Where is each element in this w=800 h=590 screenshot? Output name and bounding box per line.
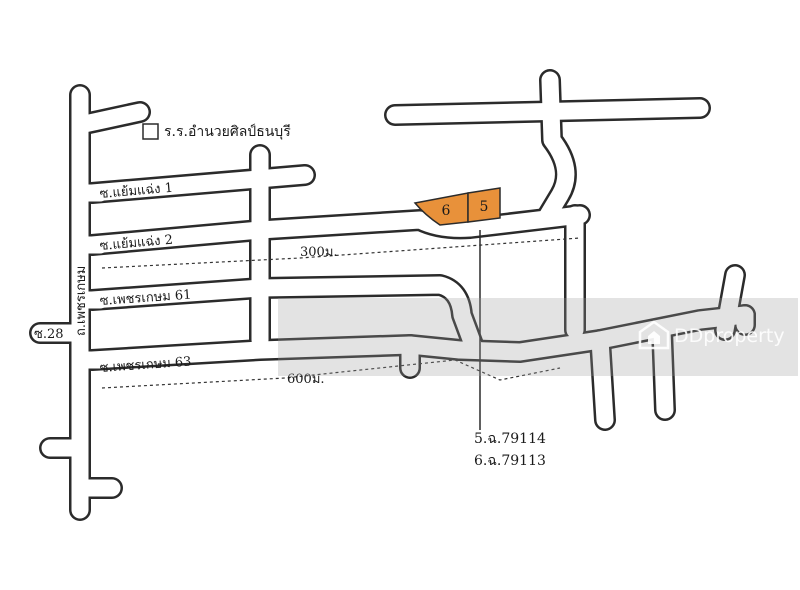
distance-markers [101, 237, 581, 389]
plot-6-shape [413, 192, 469, 226]
distance-line-600 [101, 359, 561, 389]
soi-28-label: ซ.28 [34, 327, 64, 342]
school-landmark: ร.ร.อำนวยศิลป์ธนบุรี [142, 123, 291, 140]
deed-5-label: 5.ฉ.79114 [474, 431, 546, 447]
land-plots: 6 5 [413, 187, 501, 430]
soi-phetkasem-61-label: ซ.เพชรเกษม 61 [99, 288, 192, 309]
plot-5-shape [467, 187, 501, 223]
plot-5-label: 5 [480, 199, 489, 215]
school-marker-icon [142, 123, 159, 140]
soi-yaem-ngaeng-1-label: ซ.แย้มแฉ่ง 1 [99, 181, 174, 202]
deed-labels: 5.ฉ.79114 6.ฉ.79113 [474, 431, 546, 469]
distance-300-label: 300ม. [300, 245, 338, 260]
distance-line-300 [101, 237, 581, 269]
deed-6-label: 6.ฉ.79113 [474, 453, 546, 469]
plot-6-label: 6 [442, 203, 451, 219]
ddproperty-logo-icon [638, 320, 670, 350]
soi-phetkasem-63-label: ซ.เพชรเกษม 63 [99, 355, 192, 376]
road-network [29, 69, 756, 521]
distance-600-label: 600ม. [287, 372, 325, 387]
watermark-band [278, 298, 798, 376]
school-label: ร.ร.อำนวยศิลป์ธนบุรี [164, 123, 291, 140]
road-labels: ซ.แย้มแฉ่ง 1 ซ.แย้มแฉ่ง 2 ซ.เพชรเกษม 61 … [34, 181, 338, 387]
watermark: DDproperty [278, 298, 798, 376]
soi-yaem-ngaeng-2-label: ซ.แย้มแฉ่ง 2 [99, 233, 174, 254]
watermark-brand: DDproperty [674, 325, 785, 347]
main-road-label: ถ.เพชรเกษม [74, 266, 89, 336]
